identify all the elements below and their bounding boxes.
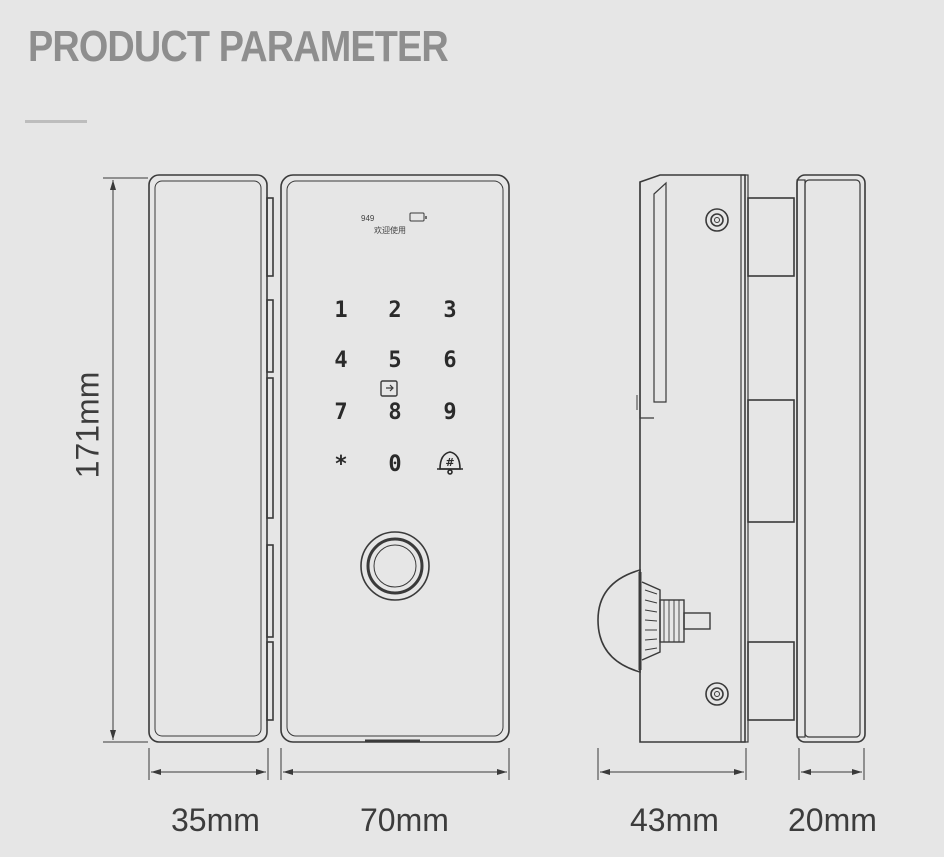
clamp-depth-label: 20mm [788, 802, 877, 838]
key-1: 1 [334, 298, 347, 323]
body-depth-label: 43mm [630, 802, 719, 838]
page-title: PRODUCT PARAMETER [28, 22, 449, 71]
doorbell-icon [437, 451, 463, 475]
key-7: 7 [334, 400, 347, 425]
key-9: 9 [443, 400, 456, 425]
key-6: 6 [443, 348, 456, 373]
key-2: 2 [388, 298, 401, 323]
key-hash: # [445, 456, 454, 469]
width-dimension-lines [148, 748, 865, 780]
lock-side-view [597, 174, 866, 743]
title-divider [25, 120, 87, 123]
front-width-label: 70mm [360, 802, 449, 838]
key-8: 8 [388, 400, 401, 425]
key-4: 4 [334, 348, 347, 373]
key-3: 3 [443, 298, 456, 323]
key-0: 0 [388, 452, 401, 477]
panel-welcome-text: 欢迎使用 [374, 225, 406, 235]
panel-code: 949 [361, 214, 375, 223]
front-panel [280, 174, 510, 743]
handle-front-view [148, 174, 274, 743]
key-5: 5 [388, 348, 401, 373]
key-star: * [334, 452, 347, 477]
handle-width-label: 35mm [171, 802, 260, 838]
height-label: 171mm [69, 371, 106, 479]
height-dimension-line [103, 177, 148, 743]
